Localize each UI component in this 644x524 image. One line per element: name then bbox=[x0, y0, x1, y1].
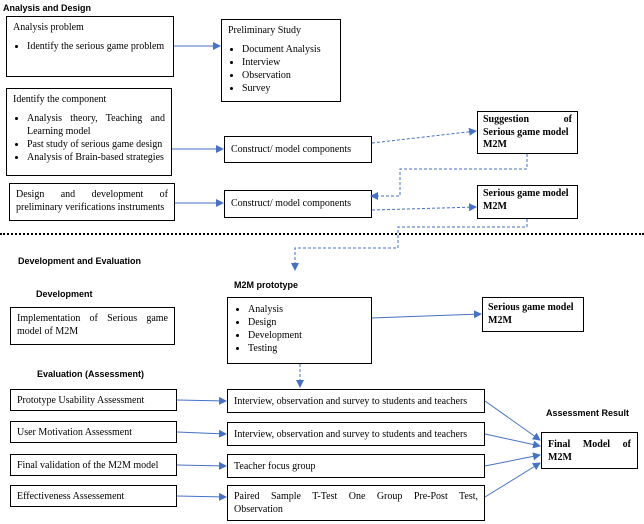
analysis-problem-title: Analysis problem bbox=[13, 22, 84, 33]
construct-components-label: Construct/ model components bbox=[231, 198, 351, 209]
arrow bbox=[176, 429, 227, 438]
serious-game-model-line: Serious game model bbox=[488, 302, 574, 313]
final-model-box: Final Model of M2M bbox=[541, 432, 638, 469]
prototype-item: Analysis bbox=[248, 303, 365, 316]
identify-component-item: Past study of serious game design bbox=[27, 138, 165, 151]
dashed-arrow bbox=[371, 127, 477, 144]
suggestion-line: Serious game model bbox=[483, 126, 569, 138]
preliminary-study-item: Survey bbox=[242, 82, 334, 95]
construct-components-label: Construct/ model components bbox=[231, 144, 351, 155]
arrow bbox=[176, 461, 227, 470]
arrow bbox=[484, 452, 541, 467]
analysis-problem-item: Identify the serious game problem bbox=[27, 40, 167, 53]
identify-component-title: Identify the component bbox=[13, 94, 107, 105]
implementation-line: Implementation of Serious game bbox=[17, 313, 168, 324]
eval-left-label: Effectiveness Assessement bbox=[17, 491, 125, 502]
section-development: Development bbox=[36, 289, 93, 299]
arrow bbox=[176, 492, 227, 501]
eval-interview-box-2: Interview, observation and survey to stu… bbox=[227, 422, 485, 446]
prototype-item: Testing bbox=[248, 342, 365, 355]
construct-components-box-2: Construct/ model components bbox=[224, 190, 372, 218]
eval-left-label: Final validation of the M2M model bbox=[17, 460, 159, 471]
section-divider bbox=[0, 233, 644, 235]
serious-game-model-box-2: Serious game model M2M bbox=[482, 297, 584, 332]
construct-components-box-1: Construct/ model components bbox=[224, 136, 372, 163]
eval-focus-group-box: Teacher focus group bbox=[227, 454, 485, 478]
dashed-arrow bbox=[371, 203, 477, 212]
eval-usability-box: Prototype Usability Assessment bbox=[10, 389, 177, 411]
arrow bbox=[484, 433, 541, 449]
eval-effectiveness-box: Effectiveness Assessement bbox=[10, 485, 177, 507]
section-m2m-prototype: M2M prototype bbox=[234, 280, 298, 290]
serious-game-model-line: Serious game model bbox=[483, 188, 569, 199]
design-development-line: preliminary verifications instruments bbox=[16, 202, 165, 213]
prototype-item: Design bbox=[248, 316, 365, 329]
suggestion-model-box: Suggestion of Serious game model M2M bbox=[477, 111, 578, 154]
preliminary-study-box: Preliminary Study Document Analysis Inte… bbox=[221, 19, 341, 102]
suggestion-line: Suggestion of bbox=[483, 114, 572, 125]
eval-ttest-box: Paired Sample T-Test One Group Pre-Post … bbox=[227, 485, 485, 521]
implementation-line: model of M2M bbox=[17, 326, 79, 337]
dashed-arrow bbox=[291, 219, 528, 271]
eval-right-label: Interview, observation and survey to stu… bbox=[234, 429, 468, 440]
arrow bbox=[176, 396, 227, 405]
eval-right-label: Teacher focus group bbox=[234, 461, 316, 472]
eval-right-label: Paired Sample T-Test One Group Pre-Post … bbox=[234, 491, 478, 502]
preliminary-study-item: Document Analysis bbox=[242, 43, 334, 56]
eval-motivation-box: User Motivation Assessment bbox=[10, 421, 177, 443]
identify-component-item: Analysis of Brain-based strategies bbox=[27, 151, 165, 164]
design-development-box: Design and development of preliminary ve… bbox=[9, 183, 175, 221]
eval-validation-box: Final validation of the M2M model bbox=[10, 454, 177, 476]
final-model-line: Final Model of bbox=[548, 439, 631, 450]
prototype-item: Development bbox=[248, 329, 365, 342]
analysis-problem-box: Analysis problem Identify the serious ga… bbox=[6, 16, 174, 77]
eval-right-label: Observation bbox=[234, 504, 283, 515]
serious-game-model-box-1: Serious game model M2M bbox=[477, 185, 578, 219]
serious-game-model-line: M2M bbox=[483, 200, 507, 212]
final-model-line: M2M bbox=[548, 452, 572, 463]
eval-left-label: Prototype Usability Assessment bbox=[17, 395, 145, 406]
eval-right-label: Interview, observation and survey to stu… bbox=[234, 396, 468, 407]
implementation-box: Implementation of Serious game model of … bbox=[10, 307, 175, 345]
eval-left-label: User Motivation Assessment bbox=[17, 427, 132, 438]
section-development-evaluation: Development and Evaluation bbox=[18, 256, 142, 266]
preliminary-study-item: Observation bbox=[242, 69, 334, 82]
identify-component-box: Identify the component Analysis theory, … bbox=[6, 88, 172, 176]
design-development-line: Design and development of bbox=[16, 189, 168, 200]
suggestion-line: M2M bbox=[483, 139, 507, 150]
arrow bbox=[484, 400, 541, 441]
eval-interview-box-1: Interview, observation and survey to stu… bbox=[227, 389, 485, 413]
serious-game-model-line: M2M bbox=[488, 314, 512, 326]
m2m-prototype-box: Analysis Design Development Testing bbox=[227, 297, 372, 364]
section-evaluation: Evaluation (Assessment) bbox=[37, 369, 145, 379]
section-assessment-result: Assessment Result bbox=[546, 408, 630, 418]
preliminary-study-title: Preliminary Study bbox=[228, 25, 302, 36]
arrow bbox=[371, 310, 482, 319]
arrow bbox=[484, 462, 541, 498]
section-analysis-design: Analysis and Design bbox=[3, 3, 92, 13]
preliminary-study-item: Interview bbox=[242, 56, 334, 69]
identify-component-item: Analysis theory, Teaching and Learning m… bbox=[27, 112, 165, 138]
